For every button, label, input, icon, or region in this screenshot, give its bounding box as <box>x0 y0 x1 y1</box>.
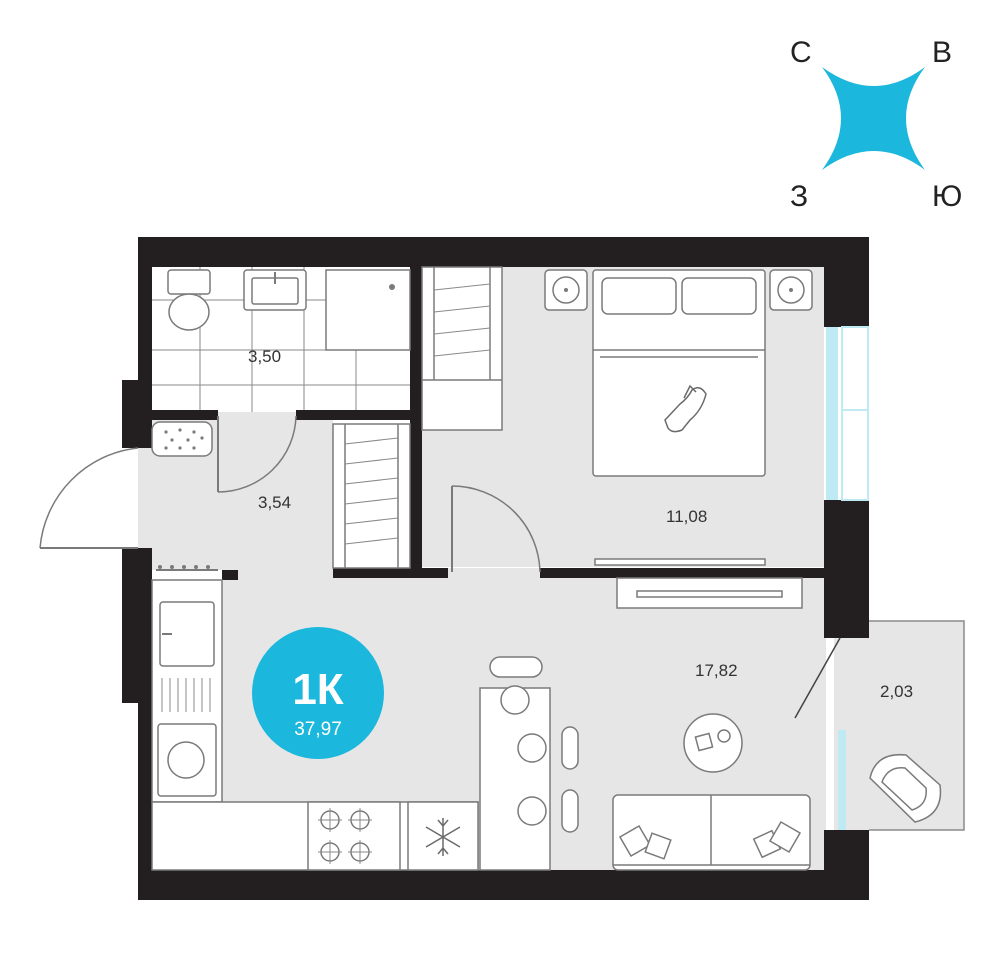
toilet-icon <box>167 269 211 331</box>
wall-left-jamb-top <box>122 380 152 448</box>
compass-star-icon <box>822 67 925 170</box>
balcony-rail <box>869 620 965 831</box>
bedroom-door <box>451 485 541 573</box>
bedroom-tv-icon <box>594 558 766 566</box>
nightstand-right-icon <box>769 269 813 311</box>
wall-bottom <box>138 870 869 900</box>
compass: С В З Ю <box>790 36 962 213</box>
kitchen-counter <box>151 565 479 871</box>
fridge-snowflake-icon <box>407 801 479 871</box>
shoe-bench-icon <box>151 421 213 457</box>
bedroom-area-label: 11,08 <box>666 507 707 526</box>
wall-bath-right <box>410 267 422 412</box>
balcony-door <box>794 637 841 719</box>
entrance-door <box>39 447 139 549</box>
double-bed-icon <box>592 269 766 477</box>
wall-closet-bottom <box>333 568 448 578</box>
wall-top <box>138 237 862 267</box>
wall-left-lower <box>138 548 152 900</box>
wall-closet-right <box>410 420 422 578</box>
wall-right-mid <box>824 500 869 638</box>
living-tv-console-icon <box>616 577 803 609</box>
badge-room-count: 1К <box>292 665 343 714</box>
cat-icon <box>664 384 707 433</box>
bathroom-area-label: 3,50 <box>248 347 281 366</box>
wall-right-upper <box>824 237 869 327</box>
compass-north-label: С <box>790 36 812 69</box>
sofa-icon <box>612 794 811 871</box>
wall-bedroom-bottom <box>540 568 826 578</box>
wall-hall-stub <box>222 570 238 580</box>
wall-bath-bottom-right <box>296 410 422 420</box>
sink-icon <box>243 269 307 311</box>
hall-wardrobe-icon <box>332 423 411 569</box>
chair-icon <box>517 789 579 833</box>
gas-pipe-icon <box>156 565 218 571</box>
living-area-label: 17,82 <box>695 661 738 680</box>
kitchen-sink-icon <box>159 601 215 667</box>
compass-east-label: В <box>932 36 952 69</box>
chair-icon <box>489 656 543 715</box>
badge-total-area: 37,97 <box>294 719 342 740</box>
badge-circle <box>252 627 384 759</box>
wall-right-bottom <box>824 830 869 900</box>
windows <box>824 326 869 830</box>
shower-icon <box>325 269 411 351</box>
apartment-badge: 1К 37,97 <box>252 627 384 759</box>
nightstand-left-icon <box>544 269 588 311</box>
stove-icon <box>307 801 401 871</box>
bedroom-wardrobe-icon <box>421 266 503 431</box>
hallway-area-label: 3,54 <box>258 493 291 512</box>
dishwasher-icon <box>161 678 211 712</box>
balcony-door-glass <box>838 730 846 830</box>
compass-west-label: З <box>790 180 808 213</box>
wall-left-upper <box>138 237 152 412</box>
chair-icon <box>517 726 579 770</box>
wall-bath-bottom-left <box>152 410 218 420</box>
armchair-icon <box>869 753 942 823</box>
dining-table-icon <box>479 656 579 871</box>
balcony-area-label: 2,03 <box>880 682 913 701</box>
walls <box>122 237 869 900</box>
compass-south-label: Ю <box>932 180 962 213</box>
bathroom-door <box>217 415 297 493</box>
washing-machine-icon <box>157 723 217 797</box>
coffee-table-icon <box>683 713 743 773</box>
